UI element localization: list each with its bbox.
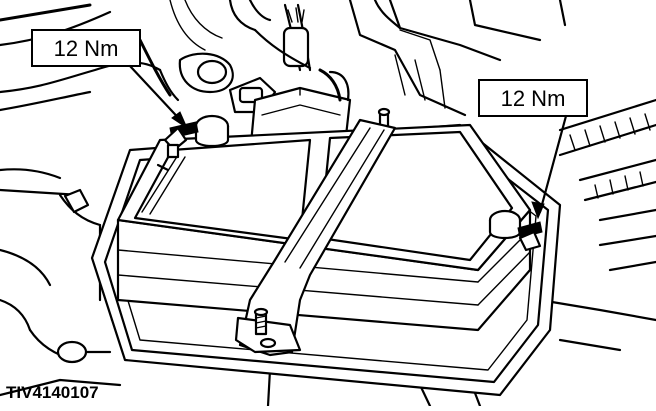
battery-hold-down-strap	[234, 118, 397, 357]
figure-code: TIV4140107	[6, 383, 99, 402]
callout-right-box	[478, 79, 588, 117]
battery	[116, 114, 543, 332]
right-vent-grille	[558, 98, 656, 272]
callout-right-leader	[538, 114, 568, 214]
callout-right-arrowhead	[531, 201, 545, 220]
callout-left-label: 12 Nm	[54, 36, 119, 61]
callout-left-box	[31, 29, 141, 67]
callout-right: 12 Nm	[478, 79, 588, 220]
callout-left-arrowhead	[171, 111, 189, 130]
right-battery-terminal	[488, 209, 543, 252]
callout-left: 12 Nm	[31, 29, 189, 130]
left-battery-terminal	[163, 114, 230, 152]
callout-right-label: 12 Nm	[501, 86, 566, 111]
